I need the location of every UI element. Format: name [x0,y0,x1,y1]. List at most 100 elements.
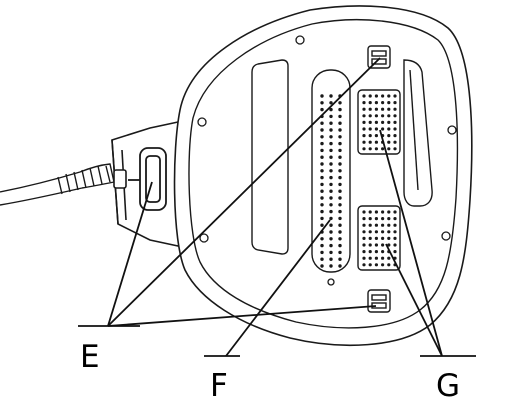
vent-hole [338,114,342,119]
pad-dot [374,120,378,124]
pad-dot [381,250,385,254]
pad-dot [374,94,378,98]
pad-dot [362,147,366,151]
vent-hole [329,237,333,241]
vent-hole [320,141,324,146]
pad-dot [387,236,391,240]
vent-hole [329,257,333,261]
vent-hole [329,230,333,234]
pad-dot [387,114,391,118]
vent-hole [338,107,342,112]
vent-hole [320,162,324,166]
vent-hole [338,216,342,221]
pad-dot [374,236,378,240]
label-e: E [80,339,100,375]
pad-dot [381,263,385,267]
pad-upper [357,89,401,155]
vent-hole [329,101,333,105]
pad-dot [381,107,385,111]
pad-dot [387,210,391,214]
pad-dot [381,210,385,214]
vent-hole [329,203,333,207]
vent-hole [320,223,324,227]
pad-dot [368,120,372,124]
pad-dot [387,217,391,221]
pad-dot [387,263,391,267]
pad-dot [374,217,378,221]
vent-hole [329,128,333,132]
pad-dot [387,101,391,105]
vent-hole [329,162,333,166]
pad-dot [368,94,372,98]
pad-dot [374,107,378,111]
pad-dot [368,230,372,234]
pad-dot [393,250,397,254]
vent-hole [320,257,324,261]
vent-hole [338,121,342,125]
vent-hole [320,107,324,112]
pad-dot [381,101,385,105]
screw-top [295,35,305,45]
label-f: F [210,368,228,404]
vent-hole [338,189,342,193]
pad-dot [387,230,391,234]
screws [197,35,457,286]
pad-dot [387,243,391,247]
pad-dot [374,223,378,227]
pad-dot [393,236,397,240]
pad-dot [368,250,372,254]
pad-dot [374,101,378,105]
vent-hole [338,141,342,146]
pad-dot [362,94,366,98]
vent-hole [320,196,324,200]
pad-dot [374,127,378,131]
pad-dot [387,147,391,151]
power-cord [0,163,115,206]
pad-dot [381,94,385,98]
pad-dot [374,250,378,254]
pad-dot [393,134,397,138]
vent-hole [329,148,333,153]
vent-hole [329,94,333,98]
pad-dot [362,120,366,124]
vent-hole [329,135,333,139]
vent-hole [329,223,333,227]
leader-g-upper [379,129,443,357]
vent-hole [329,107,333,112]
vent-hole [338,209,342,214]
vent-hole [338,257,342,261]
pad-dot [362,230,366,234]
pad-dot [368,127,372,131]
left-recess [251,59,289,255]
pad-dot [362,217,366,221]
pad-dot [387,120,391,124]
pad-dot [362,107,366,111]
pad-dot [368,134,372,138]
vent-hole [329,141,333,146]
pad-dot [393,147,397,151]
vent-hole [338,250,342,255]
pad-dot [374,134,378,138]
pad-dot [387,127,391,131]
vent-hole [338,223,342,227]
pad-dot [374,114,378,118]
pad-dot [362,134,366,138]
vent-hole [329,114,333,119]
vent-hole [320,101,324,105]
pad-dot [368,114,372,118]
pad-dot [362,140,366,144]
vent-hole [338,169,342,173]
screw-right-lower [441,231,451,241]
right-slot [403,59,433,207]
pad-dot [393,223,397,227]
pad-dot [393,217,397,221]
pad-dot [387,134,391,138]
pad-dot [368,256,372,260]
pad-dot [381,147,385,151]
pad-dot [362,223,366,227]
leader-e-handle [107,181,153,327]
pad-dot [368,107,372,111]
pad-dot [381,256,385,260]
pad-dot [393,120,397,124]
